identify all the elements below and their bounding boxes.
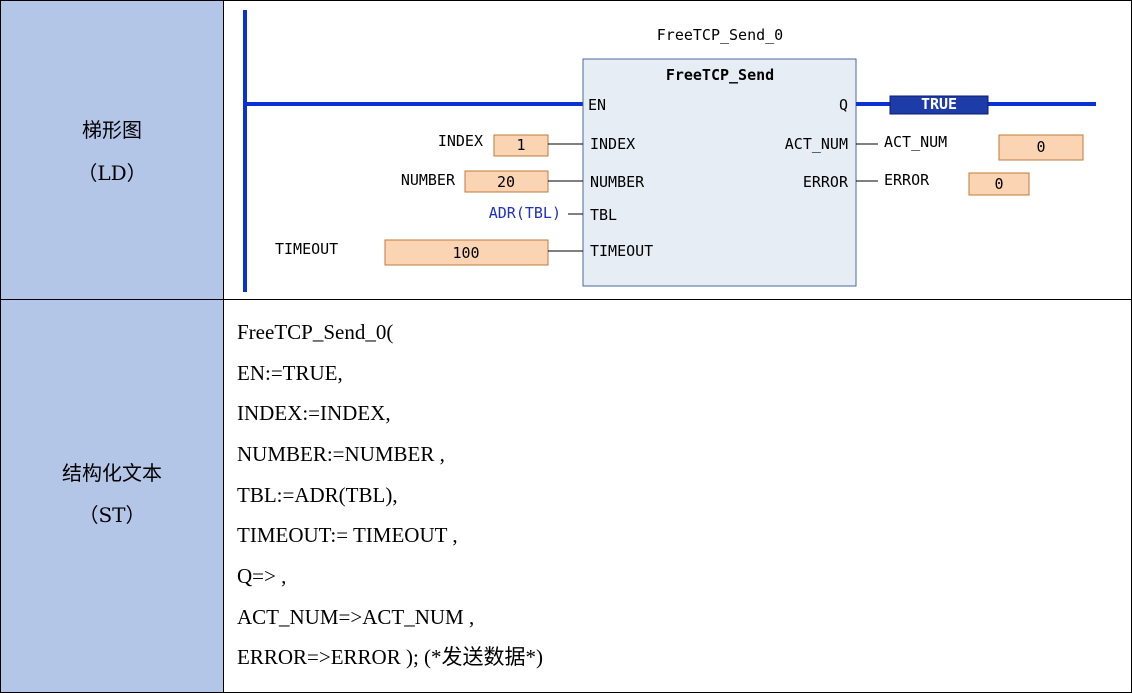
block-type-label: FreeTCP_Send [666, 66, 774, 84]
ladder-diagram: FreeTCP_Send_0 FreeTCP_Send EN INDEX NUM… [243, 10, 1096, 292]
label-cell-st: 结构化文本 （ST） [0, 300, 224, 693]
input-var-index-value: 1 [516, 136, 525, 154]
pin-q: Q [839, 96, 848, 114]
output-true-value: TRUE [921, 95, 957, 113]
st-line-1: FreeTCP_Send_0( [237, 320, 394, 344]
label-ld-abbr: （LD） [77, 161, 147, 185]
pin-timeout: TIMEOUT [590, 242, 653, 260]
input-var-timeout-box[interactable] [384, 239, 549, 266]
en-rung-wire [247, 102, 583, 106]
st-line-6: TIMEOUT:= TIMEOUT , [237, 523, 458, 547]
pin-en: EN [588, 96, 606, 114]
input-var-number-value: 20 [497, 173, 515, 191]
label-st-title: 结构化文本 [62, 461, 162, 485]
pin-index: INDEX [590, 135, 635, 153]
st-line-7: Q=> , [237, 564, 287, 588]
table-divider-horizontal [0, 299, 1132, 300]
st-line-9: ERROR=>ERROR ); (*发送数据*) [237, 645, 544, 669]
label-st-abbr: （ST） [78, 503, 146, 527]
table-border-left [0, 0, 1, 693]
pin-tbl: TBL [590, 206, 617, 224]
output-var-act-num-value: 0 [1036, 138, 1045, 156]
st-line-4: NUMBER:=NUMBER , [237, 442, 445, 466]
output-true-box[interactable] [889, 95, 989, 115]
output-var-error-value: 0 [994, 175, 1003, 193]
st-line-3: INDEX:=INDEX, [237, 401, 391, 425]
st-line-5: TBL:=ADR(TBL), [237, 483, 398, 507]
st-line-2: EN:=TRUE, [237, 361, 343, 385]
label-cell-ld: 梯形图 （LD） [0, 0, 224, 300]
instance-name: FreeTCP_Send_0 [657, 26, 783, 44]
input-var-timeout-name: TIMEOUT [275, 240, 338, 258]
input-var-index-name: INDEX [438, 132, 483, 150]
pin-number: NUMBER [590, 173, 645, 191]
input-var-timeout-value: 100 [452, 244, 479, 262]
output-var-act-num-name: ACT_NUM [884, 133, 947, 151]
output-var-error-name: ERROR [884, 171, 930, 189]
output-var-error-box[interactable] [968, 172, 1030, 196]
pin-act-num: ACT_NUM [785, 135, 848, 153]
label-ld-title: 梯形图 [82, 118, 142, 142]
table-divider-vertical [223, 0, 224, 693]
input-var-index-box[interactable] [493, 134, 549, 157]
output-var-act-num-box[interactable] [998, 134, 1084, 161]
input-var-tbl-name: ADR(TBL) [489, 204, 561, 222]
st-line-8: ACT_NUM=>ACT_NUM , [237, 605, 475, 629]
table-border-top [0, 0, 1132, 1]
left-power-rail [243, 10, 247, 292]
function-block[interactable] [582, 58, 857, 287]
pin-error: ERROR [803, 173, 849, 191]
input-var-number-name: NUMBER [401, 171, 456, 189]
